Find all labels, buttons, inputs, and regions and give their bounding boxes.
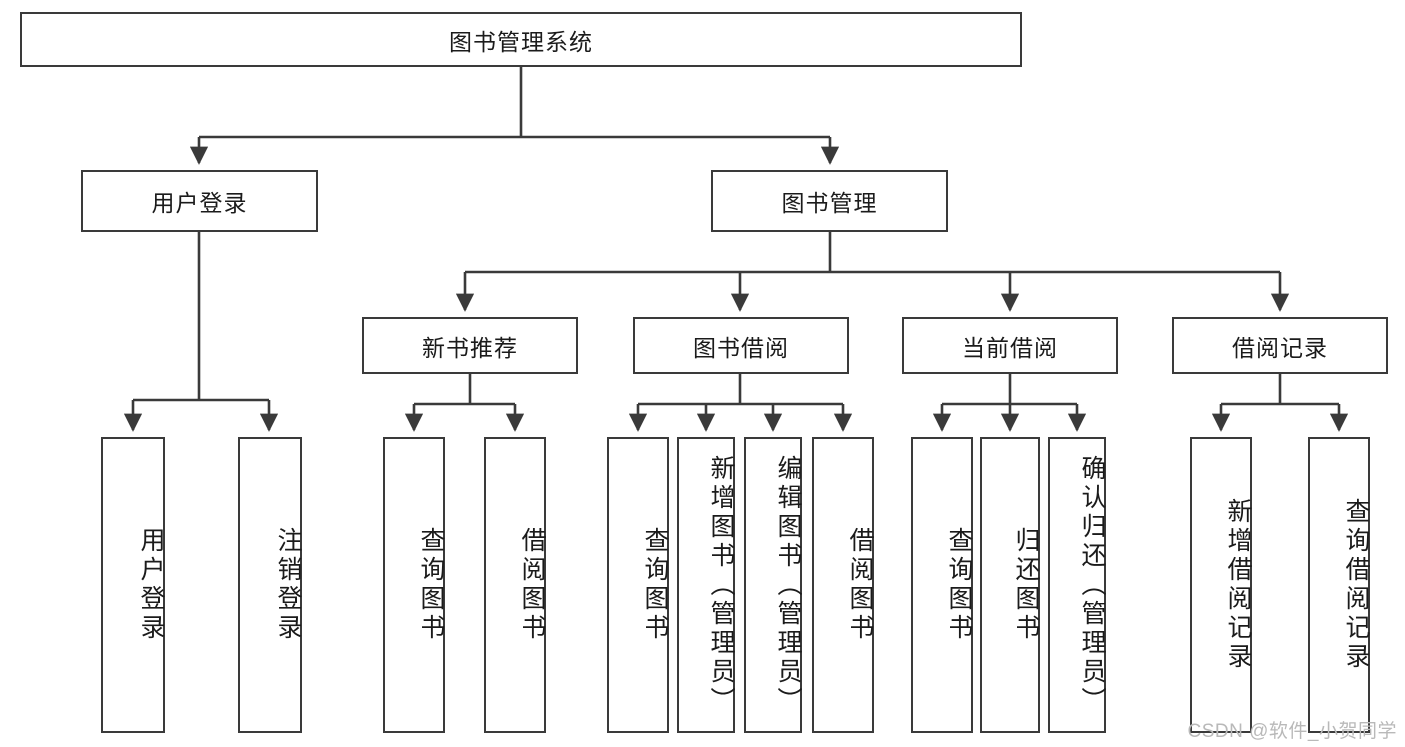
node-leaf-borrow-book-2[interactable]: 借阅图书	[812, 437, 874, 733]
node-root-label: 图书管理系统	[449, 28, 593, 55]
node-current-borrow[interactable]: 当前借阅	[902, 317, 1118, 374]
node-leaf-user-logout[interactable]: 注销登录	[238, 437, 302, 733]
node-leaf-query-book-3[interactable]: 查询图书	[911, 437, 973, 733]
node-leaf-borrow-book-1[interactable]: 借阅图书	[484, 437, 546, 733]
node-leaf-user-login[interactable]: 用户登录	[101, 437, 165, 733]
node-book-management[interactable]: 图书管理	[711, 170, 948, 232]
node-leaf-confirm-return-label: 确认归还（管理员）	[1078, 454, 1106, 716]
node-leaf-edit-book[interactable]: 编辑图书（管理员）	[744, 437, 802, 733]
node-leaf-query-book-1[interactable]: 查询图书	[383, 437, 445, 733]
node-leaf-query-record[interactable]: 查询借阅记录	[1308, 437, 1370, 733]
node-leaf-edit-book-label: 编辑图书（管理员）	[774, 454, 802, 716]
node-leaf-borrow-book-2-label: 借阅图书	[846, 527, 874, 643]
node-user-login-label: 用户登录	[151, 190, 248, 216]
node-book-management-label: 图书管理	[781, 190, 878, 216]
node-borrow-record-label: 借阅记录	[1232, 334, 1328, 361]
node-new-book-recommend-label: 新书推荐	[422, 334, 518, 361]
node-leaf-borrow-book-1-label: 借阅图书	[518, 527, 546, 643]
node-book-borrow[interactable]: 图书借阅	[633, 317, 849, 374]
node-leaf-confirm-return[interactable]: 确认归还（管理员）	[1048, 437, 1106, 733]
node-leaf-return-book-label: 归还图书	[1012, 527, 1040, 643]
node-user-login[interactable]: 用户登录	[81, 170, 318, 232]
node-leaf-query-book-1-label: 查询图书	[417, 527, 445, 643]
node-borrow-record[interactable]: 借阅记录	[1172, 317, 1388, 374]
node-new-book-recommend[interactable]: 新书推荐	[362, 317, 578, 374]
node-current-borrow-label: 当前借阅	[962, 334, 1058, 361]
node-leaf-add-book-label: 新增图书（管理员）	[707, 454, 735, 716]
node-leaf-add-book[interactable]: 新增图书（管理员）	[677, 437, 735, 733]
node-leaf-user-logout-label: 注销登录	[274, 527, 302, 643]
node-leaf-return-book[interactable]: 归还图书	[980, 437, 1040, 733]
node-leaf-query-book-2[interactable]: 查询图书	[607, 437, 669, 733]
node-leaf-query-book-2-label: 查询图书	[641, 527, 669, 643]
watermark: CSDN @软件_小贺同学	[1187, 721, 1397, 742]
node-book-borrow-label: 图书借阅	[693, 334, 789, 361]
node-leaf-query-record-label: 查询借阅记录	[1342, 498, 1370, 672]
node-leaf-user-login-label: 用户登录	[137, 527, 165, 643]
node-leaf-add-record-label: 新增借阅记录	[1224, 498, 1252, 672]
node-leaf-query-book-3-label: 查询图书	[945, 527, 973, 643]
node-leaf-add-record[interactable]: 新增借阅记录	[1190, 437, 1252, 733]
node-root[interactable]: 图书管理系统	[20, 12, 1022, 67]
